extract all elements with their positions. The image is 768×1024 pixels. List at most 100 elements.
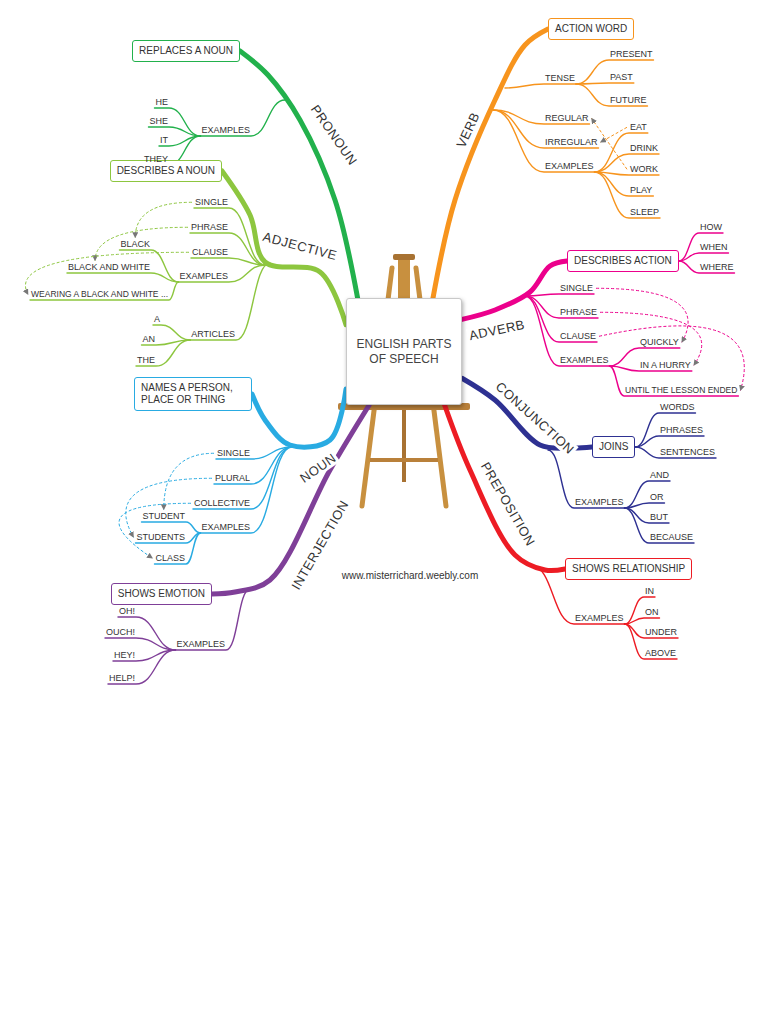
node-text: DESCRIBES A NOUN	[117, 165, 215, 177]
branch-label: IRREGULAR	[545, 138, 598, 147]
sub-branch-line	[190, 233, 265, 265]
branch-label: THEY	[144, 155, 168, 164]
branch-label: PHRASE	[191, 223, 228, 232]
definition-box: REPLACES A NOUN	[132, 40, 240, 62]
branch-label: EXAMPLES	[560, 356, 609, 365]
dashed-arrow	[601, 127, 627, 142]
branch-label: EXAMPLES	[176, 640, 225, 649]
branch-label: AN	[142, 335, 155, 344]
sub-branch-line	[108, 650, 175, 684]
branch-name: PRONOUN	[307, 100, 362, 169]
branch-name: ADVERB	[466, 316, 528, 343]
sub-branch-line	[635, 447, 716, 458]
sub-branch-line	[625, 508, 694, 543]
branch-label: BECAUSE	[650, 533, 693, 542]
branch-label: COLLECTIVE	[194, 499, 250, 508]
sub-branch-line	[505, 84, 576, 88]
sub-branch-line	[135, 533, 200, 543]
branch-label: IT	[160, 136, 168, 145]
branch-label: HELP!	[109, 674, 135, 683]
sub-branch-line	[153, 325, 190, 340]
branch-label: PRESENT	[610, 50, 653, 59]
sub-branch-line	[625, 508, 669, 523]
sub-branch-line	[525, 296, 597, 342]
branch-label: STUDENT	[143, 512, 186, 521]
sub-branch-line	[635, 436, 704, 447]
branch-label: THE	[137, 356, 155, 365]
branch-label: EXAMPLES	[545, 162, 594, 171]
sub-branch-line	[142, 522, 201, 533]
branch-label: EAT	[630, 123, 647, 132]
sub-branch-line	[525, 296, 598, 318]
branch-label: OH!	[119, 607, 135, 616]
sub-branch-line	[136, 340, 190, 366]
sub-branch-line	[679, 253, 729, 261]
branch-label: ABOVE	[645, 649, 676, 658]
sub-branch-line	[610, 366, 739, 396]
branch-line	[222, 171, 346, 325]
sub-branch-line	[493, 110, 599, 148]
sub-branch-line	[595, 172, 654, 196]
branch-name: NOUN	[296, 449, 341, 487]
branch-label: WORDS	[660, 403, 695, 412]
branch-label: HEY!	[114, 651, 135, 660]
sub-branch-line	[200, 100, 285, 136]
branch-label: OR	[650, 493, 664, 502]
branch-line	[252, 389, 346, 447]
definition-box: SHOWS EMOTION	[111, 583, 212, 605]
node-text: SHOWS RELATIONSHIP	[572, 563, 685, 575]
sub-branch-line	[625, 624, 677, 659]
branch-label: FUTURE	[610, 96, 647, 105]
branch-label: QUICKLY	[640, 338, 679, 347]
node-text: JOINS	[599, 441, 628, 453]
sub-branch-line	[576, 84, 647, 106]
branch-label: PAST	[610, 73, 633, 82]
branch-label: SHE	[149, 117, 168, 126]
sub-branch-line	[548, 450, 625, 508]
node-text: ENGLISH PARTS OF SPEECH	[353, 337, 455, 367]
branch-name: PREPOSITION	[477, 458, 539, 551]
sub-branch-line	[525, 296, 610, 366]
sub-branch-line	[576, 83, 634, 84]
branch-label: WEARING A BLACK AND WHITE ...	[31, 290, 168, 299]
branch-label: PLAY	[630, 186, 652, 195]
branch-label: SINGLE	[195, 198, 228, 207]
node-text: ACTION WORD	[555, 23, 627, 35]
branch-label: EXAMPLES	[179, 272, 228, 281]
branch-label: OUCH!	[106, 628, 135, 637]
central-topic-box: ENGLISH PARTS OF SPEECH	[346, 298, 462, 405]
branch-label: ON	[645, 608, 659, 617]
branch-name: CONJUNCTION	[491, 378, 578, 459]
branch-label: WHERE	[700, 263, 734, 272]
branch-label: BLACK	[120, 240, 150, 249]
sub-branch-line	[191, 258, 265, 265]
easel-post	[398, 256, 410, 300]
definition-box: DESCRIBES ACTION	[567, 250, 679, 272]
branch-label: IN	[645, 587, 654, 596]
branch-label: PLURAL	[215, 474, 250, 483]
node-text: REPLACES A NOUN	[139, 45, 233, 57]
branch-label: PHRASES	[660, 426, 703, 435]
node-text: NAMES A PERSON, PLACE OR THING	[141, 382, 245, 406]
sub-branch-line	[193, 447, 292, 509]
dashed-arrow	[599, 326, 744, 391]
branch-label: WORK	[630, 165, 658, 174]
branch-label: EXAMPLES	[201, 126, 250, 135]
definition-box: ACTION WORD	[548, 18, 634, 40]
sub-branch-line	[67, 273, 178, 282]
sub-branch-line	[214, 447, 292, 484]
branch-label: DRINK	[630, 144, 658, 153]
branch-label: EXAMPLES	[201, 523, 250, 532]
dashed-arrow	[600, 312, 702, 365]
definition-box: NAMES A PERSON, PLACE OR THING	[134, 377, 252, 411]
branch-name: ADJECTIVE	[259, 228, 340, 263]
sub-branch-line	[625, 618, 660, 624]
dashed-arrow	[25, 252, 189, 294]
branch-label: TENSE	[545, 74, 575, 83]
branch-label: PHRASE	[560, 308, 597, 317]
branch-line	[462, 261, 567, 319]
branch-label: BUT	[650, 513, 668, 522]
branch-line	[433, 29, 548, 298]
branch-label: WHEN	[700, 243, 728, 252]
